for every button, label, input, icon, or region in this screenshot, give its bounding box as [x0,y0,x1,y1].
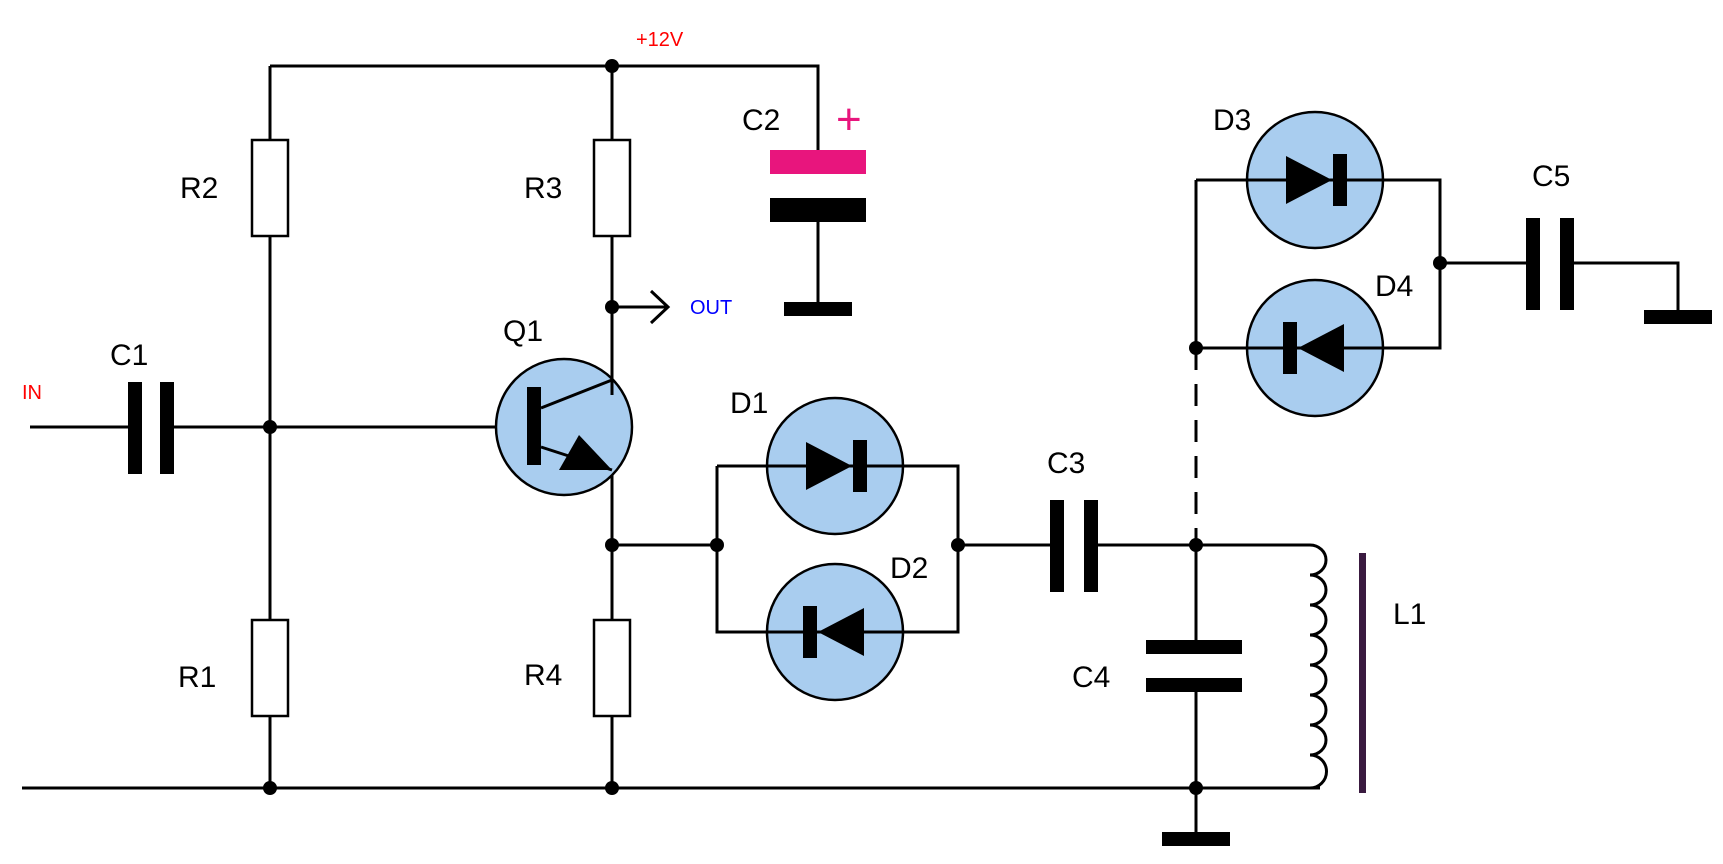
output-arrow [649,289,671,325]
label-l1: L1 [1393,598,1426,631]
label-d2: D2 [890,552,928,585]
junctions [263,59,1447,795]
label-c3: C3 [1047,447,1085,480]
resistor-r3 [592,138,632,238]
ground-bar-c2 [784,302,852,316]
capacitor-c2 [770,150,866,222]
resistor-r4 [592,618,632,718]
label-c5: C5 [1532,160,1570,193]
positive-plate [770,150,866,174]
capacitor-c1 [128,382,174,474]
ground-bar-c4 [1162,832,1230,846]
capacitor-c4 [1146,640,1242,692]
wire-d1-right [900,464,960,634]
diode-d4 [1245,278,1385,418]
label-d3: D3 [1213,104,1251,137]
input-label: IN [22,382,42,404]
transistor-q1 [494,357,634,497]
label-q1: Q1 [503,315,543,348]
ground-bar-c5 [1644,310,1712,324]
resistor-r2 [250,138,290,238]
polarity-label: + [836,95,862,144]
inductor-l1 [1309,543,1366,793]
wire-d3-bridge [1194,180,1250,350]
wire-c5-ground [1570,261,1680,316]
label-c1: C1 [110,339,148,372]
resistor-r1 [250,618,290,718]
capacitor-c5 [1526,218,1574,310]
output-label: OUT [690,297,732,319]
diode-d1 [765,396,905,536]
label-r1: R1 [178,661,216,694]
label-d4: D4 [1375,270,1413,303]
label-c4: C4 [1072,661,1110,694]
label-d1: D1 [730,387,768,420]
capacitor-c3 [1050,500,1098,592]
supply-rail [270,64,820,152]
inductor-core [1359,553,1366,793]
wire-d-bridge-left [715,466,770,634]
diode-d3 [1245,110,1385,250]
label-r3: R3 [524,172,562,205]
label-r2: R2 [180,172,218,205]
label-r4: R4 [524,659,562,692]
label-c2: C2 [742,104,780,137]
wire-d3-right [1380,178,1442,350]
supply-label: +12V [636,29,684,51]
diode-d2 [765,562,905,702]
